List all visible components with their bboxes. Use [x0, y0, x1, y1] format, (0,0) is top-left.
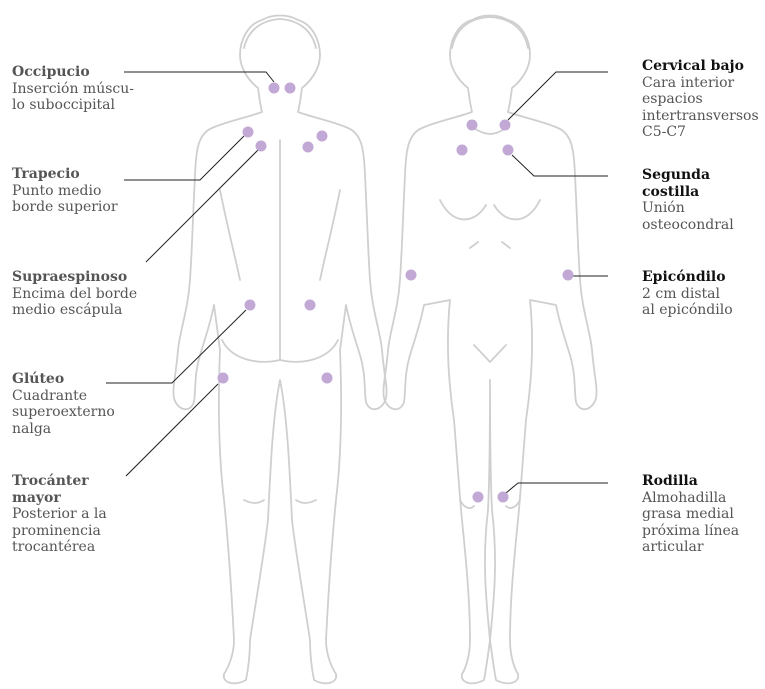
gluteo-description: Cuadrante superoexterno nalga: [12, 388, 115, 438]
costilla-title: Segunda costilla: [642, 167, 765, 200]
front-knee-left: [460, 500, 474, 508]
rodilla-title: Rodilla: [642, 473, 739, 490]
cervical-leader-line: [508, 72, 608, 120]
trapecio-description: Punto medio borde superior: [12, 183, 118, 216]
occipucio-point-b: [285, 83, 296, 94]
trocanter-point-a: [218, 373, 229, 384]
supraespinoso-leader-line: [146, 150, 258, 262]
front-pelvis-line: [474, 345, 506, 362]
costilla-point-b: [503, 145, 514, 156]
front-waist-left: [470, 242, 478, 248]
occipucio-title: Occipucio: [12, 64, 134, 81]
supraespinoso-description: Encima del borde medio escápula: [12, 286, 137, 319]
trocanter-leader-line: [126, 384, 218, 476]
back-scapula-left: [220, 190, 240, 280]
back-knee-left: [244, 500, 264, 503]
trocanter-point-b: [322, 373, 333, 384]
cervical-title: Cervical bajo: [642, 58, 759, 75]
gluteo-title: Glúteo: [12, 371, 115, 388]
front-hair-outline: [452, 17, 528, 48]
rodilla-point-b: [498, 492, 509, 503]
front-knee-right: [506, 500, 520, 508]
front-body-figure: [383, 16, 596, 684]
trocanter-title: Trocánter mayor: [12, 473, 107, 506]
costilla-leader-line: [512, 155, 608, 176]
occipucio-point-a: [269, 83, 280, 94]
trapecio-title: Trapecio: [12, 166, 118, 183]
trapecio-leader-line: [124, 136, 244, 180]
supraespinoso-point-b: [303, 142, 314, 153]
epicondilo-title: Epicóndilo: [642, 269, 733, 286]
epicondilo-point-b: [563, 270, 574, 281]
costilla-point-a: [457, 145, 468, 156]
occipucio-leader-line: [124, 72, 274, 82]
cervical-description: Cara interior espacios intertransversos …: [642, 75, 759, 141]
cervical-point-b: [500, 120, 511, 131]
gluteo-point-a: [245, 300, 256, 311]
back-knee-right: [296, 500, 316, 503]
supraespinoso-title: Supraespinoso: [12, 269, 137, 286]
epicondilo-description: 2 cm distal al epicóndilo: [642, 286, 733, 319]
front-chest-line: [440, 200, 540, 219]
trapecio-point-b: [317, 131, 328, 142]
front-body-outline: [383, 16, 596, 684]
supraespinoso-point-a: [256, 141, 267, 152]
costilla-description: Unión osteocondral: [642, 200, 765, 233]
cervical-point-a: [467, 120, 478, 131]
rodilla-point-a: [473, 492, 484, 503]
rodilla-description: Almohadilla grasa medial próxima línea a…: [642, 490, 739, 556]
occipucio-description: Inserción múscu- lo suboccipital: [12, 81, 134, 114]
back-scapula-right: [320, 190, 340, 280]
tender-point-markers: [218, 83, 574, 503]
trapecio-point-a: [243, 127, 254, 138]
trocanter-description: Posterior a la prominencia trocantérea: [12, 506, 107, 556]
gluteo-point-b: [305, 300, 316, 311]
front-waist-right: [502, 242, 510, 248]
epicondilo-point-a: [406, 270, 417, 281]
